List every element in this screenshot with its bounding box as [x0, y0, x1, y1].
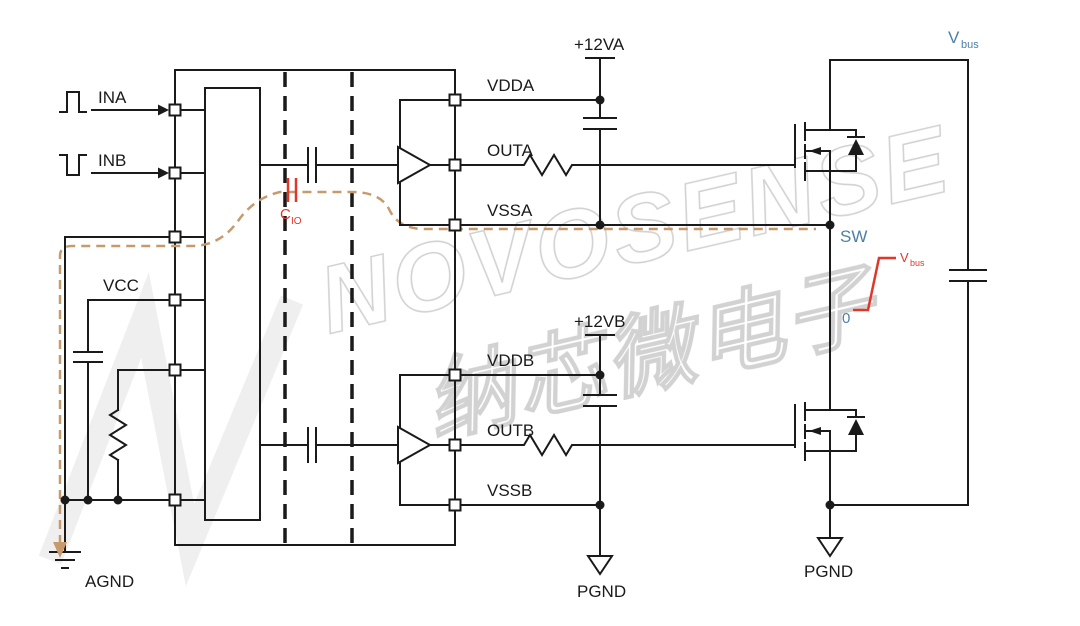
arrowhead-icon — [158, 104, 169, 116]
mosfet-high-side — [794, 59, 865, 226]
label-plus12va: +12VA — [574, 35, 625, 54]
body-lead — [804, 430, 831, 452]
supply-a: +12VA — [574, 35, 625, 226]
label-vbus-sub: bus — [961, 39, 979, 51]
label-vbus-sw-main: V — [900, 250, 909, 265]
label-vddb: VDDB — [487, 351, 534, 370]
pin-square-agnd — [168, 493, 182, 507]
body-diode-icon — [848, 419, 864, 435]
ground-symbol-icon — [49, 551, 81, 569]
arrowhead-icon — [158, 167, 169, 179]
pin-square-vdda — [448, 93, 462, 107]
label-inb: INB — [98, 151, 126, 170]
label-plus12vb: +12VB — [574, 312, 626, 331]
label-vssb: VSSB — [487, 481, 532, 500]
pin-square-vssa — [448, 218, 462, 232]
supply-b: +12VB — [574, 312, 626, 506]
isolation-cap-a — [259, 147, 399, 183]
pulse-waveform-icon — [59, 91, 87, 113]
label-agnd: AGND — [85, 572, 134, 591]
gate-driver-ic — [174, 69, 456, 546]
label-vssa: VSSA — [487, 201, 533, 220]
ic-pins-right — [448, 93, 462, 512]
buffer-a-icon — [397, 145, 433, 185]
label-outa: OUTA — [487, 141, 534, 160]
outa-wire-with-gate-resistor — [429, 153, 796, 177]
bus-bottom-rail — [829, 280, 969, 506]
pin-square-outb — [448, 438, 462, 452]
return-current-path — [58, 190, 816, 544]
isolation-cap-b — [259, 427, 399, 463]
dc-bus — [829, 59, 987, 506]
ic-outline — [174, 69, 456, 546]
pgnd-arrow-icon — [586, 555, 614, 576]
label-ina: INA — [98, 88, 127, 107]
pgnd-mid: PGND — [577, 504, 626, 601]
bias-resistor-branch — [108, 369, 206, 501]
mosfet-arrow-icon — [809, 147, 821, 155]
drain-lead — [804, 59, 831, 131]
input-die-block — [204, 87, 261, 521]
vdda-wire — [399, 99, 601, 148]
blue-labels: SW 0 V bus — [840, 28, 979, 327]
novosense-logo-watermark — [38, 271, 304, 587]
vcc-branch: VCC — [73, 276, 206, 501]
buffer-b-icon — [397, 425, 433, 465]
label-cio-main: C — [280, 206, 291, 223]
input-b: INB — [59, 151, 206, 179]
body-diode-icon — [848, 139, 864, 155]
bus-top-rail — [829, 59, 969, 271]
cio-capacitor — [286, 178, 298, 202]
label-zero: 0 — [842, 310, 850, 327]
cio-label: C IO — [280, 206, 302, 227]
sw-waveform-vbus-label: V bus — [900, 250, 925, 268]
sw-waveform — [853, 256, 896, 312]
label-vdda: VDDA — [487, 76, 535, 95]
label-vbus-sw-sub: bus — [910, 258, 925, 268]
ic-pins-left — [168, 103, 182, 507]
label-pgnd-right: PGND — [804, 562, 853, 581]
vddb-wire — [399, 374, 601, 428]
label-pgnd-mid: PGND — [577, 582, 626, 601]
pin-square-gnd-sense — [168, 230, 182, 244]
source-lead — [804, 450, 831, 506]
pgnd-right: PGND — [804, 504, 853, 581]
return-path-arrowhead-icon — [53, 542, 67, 558]
vssa-wire — [399, 182, 831, 226]
pin-square-vddb — [448, 368, 462, 382]
label-outb: OUTB — [487, 421, 534, 440]
pin-square-vssb — [448, 498, 462, 512]
mosfet-arrow-icon — [809, 427, 821, 435]
resistor-icon — [108, 408, 128, 462]
mosfet-low-side — [794, 224, 865, 506]
junction-dots — [60, 95, 835, 510]
channel-b-wires: VDDB OUTB VSSB — [399, 351, 796, 506]
input-a: INA — [59, 88, 206, 116]
pin-square-outa — [448, 158, 462, 172]
label-sw: SW — [840, 227, 867, 246]
pin-square-ina — [168, 103, 182, 117]
pin-square-vcc — [168, 293, 182, 307]
pin-square-bias — [168, 363, 182, 377]
label-vbus-main: V — [948, 28, 960, 47]
vssb-wire — [399, 462, 601, 506]
pulse-waveform-icon — [59, 154, 87, 176]
pin-square-inb — [168, 166, 182, 180]
channel-a-wires: VDDA OUTA VSSA — [399, 76, 831, 226]
label-cio-sub: IO — [291, 216, 302, 227]
outb-wire-with-gate-resistor — [429, 433, 796, 457]
label-vcc: VCC — [103, 276, 139, 295]
pgnd-arrow-icon — [816, 537, 844, 558]
